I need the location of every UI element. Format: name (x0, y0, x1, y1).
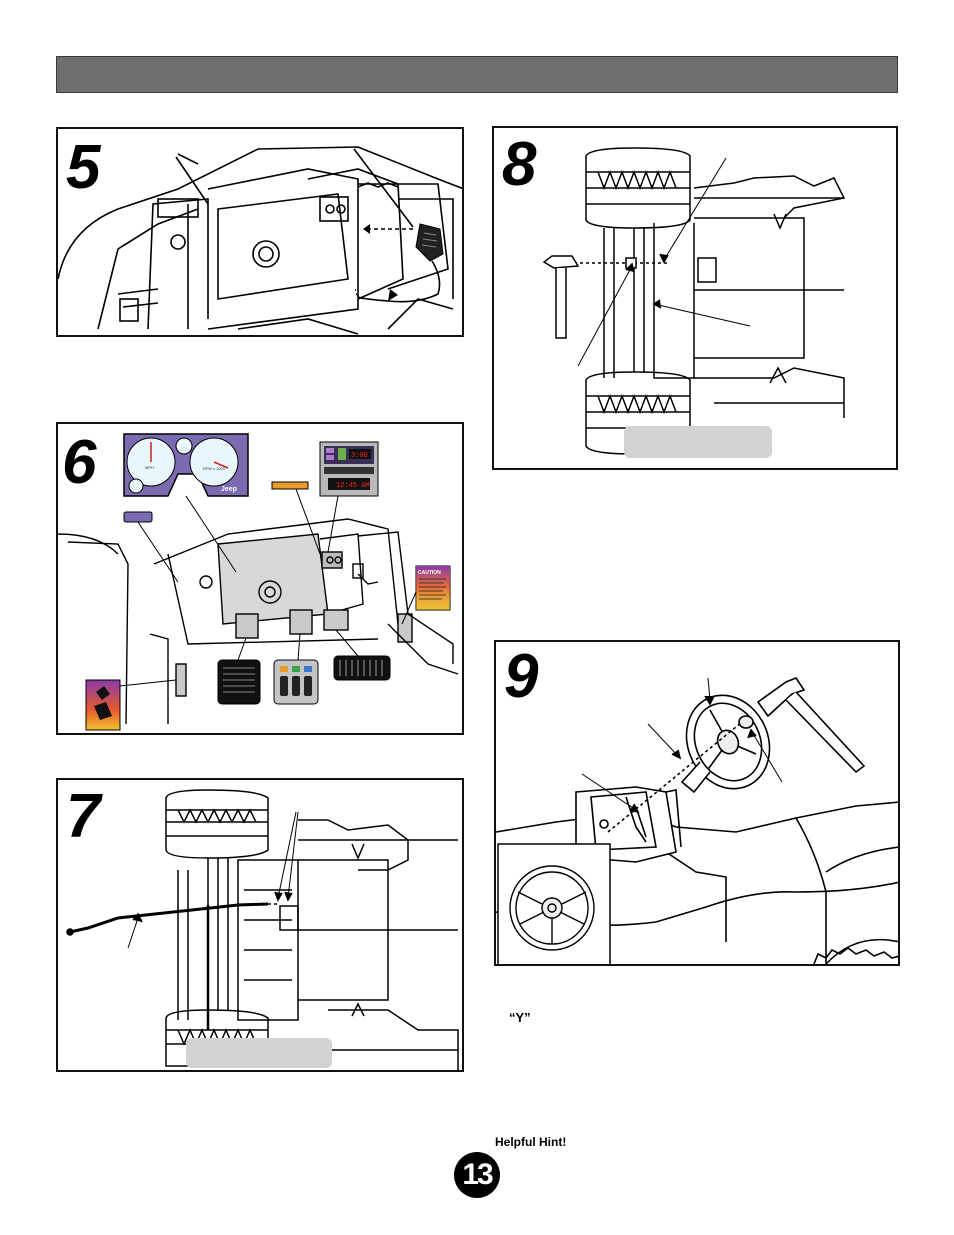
step-8-callout-box (624, 426, 772, 458)
dashboard-speaker-illustration (58, 146, 462, 335)
step-6-number: 6 (62, 428, 97, 497)
step-7-callout-box (186, 1038, 332, 1068)
step-5-number: 5 (66, 133, 101, 202)
steering-rod-install-illustration (66, 789, 459, 1070)
y-instruction-text: “Y” (509, 1010, 531, 1025)
dashboard-decals-illustration: MPH RPM x 1000 Jeep 3:00 12:45 AM CAUTIO… (58, 433, 459, 731)
radio-display-top: 3:00 (351, 452, 368, 460)
page-number-badge: 13 (454, 1152, 500, 1198)
step-6-panel: 6 MPH RPM x 1000 Jeep 3:00 12:45 AM CAUT… (56, 422, 464, 735)
gauge-left-text: MPH (145, 465, 154, 470)
caution-title: CAUTION (418, 570, 441, 576)
helpful-hint-label: Helpful Hint! (495, 1135, 567, 1149)
step-7-panel: 7 (56, 778, 464, 1072)
step-9-number: 9 (504, 642, 539, 711)
steering-wheel-install-illustration (496, 677, 898, 964)
radio-display-bottom: 12:45 AM (336, 482, 370, 490)
step-7-number: 7 (66, 782, 101, 851)
steering-column-hammer-illustration (542, 147, 846, 455)
step-8-panel: 8 (492, 126, 898, 470)
section-header-bar (56, 56, 898, 93)
gauge-right-text: RPM x 1000 (203, 466, 226, 471)
gauge-brand-text: Jeep (221, 486, 237, 493)
step-9-panel: 9 (494, 640, 900, 966)
step-5-panel: 5 (56, 127, 464, 337)
step-8-number: 8 (502, 130, 537, 199)
